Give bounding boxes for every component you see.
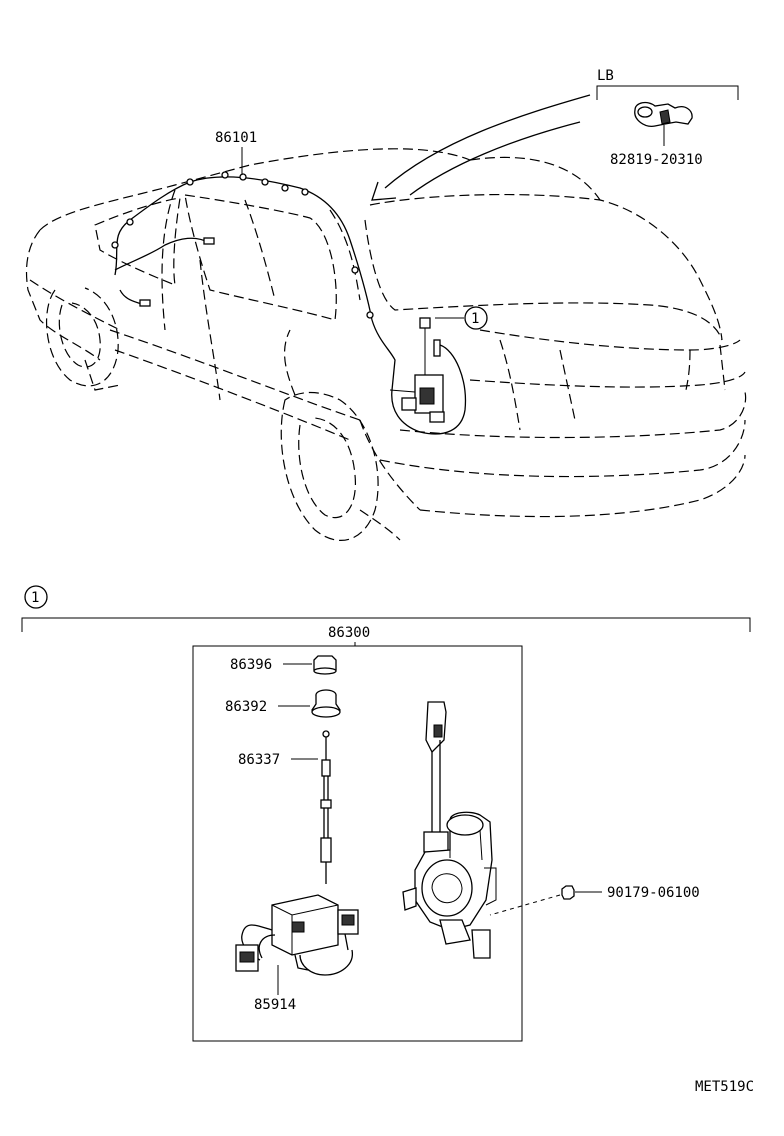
cap-part-number: 86396 xyxy=(230,657,272,673)
section-1: 1 86300 86396 86392 86337 xyxy=(21,585,751,1042)
lb-connector-icon xyxy=(634,101,693,127)
cap-icon xyxy=(313,655,337,675)
grommet-part-number: 86392 xyxy=(225,699,267,715)
locale-part-number: 82819-20310 xyxy=(610,152,703,168)
harness-clips xyxy=(111,171,374,319)
antenna-motor-icon xyxy=(402,701,497,959)
assembly-box xyxy=(192,645,523,1042)
nut-part-number: 90179-06100 xyxy=(607,885,700,901)
cable-part-number: 86337 xyxy=(238,752,280,768)
car-illustration xyxy=(25,148,747,541)
section-marker-label: 1 xyxy=(31,590,39,606)
relay-icon xyxy=(235,894,359,976)
antenna-in-vehicle xyxy=(389,317,445,423)
callout-harness: 86101 xyxy=(215,130,257,175)
locale-group: LB 82819-20310 xyxy=(596,68,739,168)
cable-icon xyxy=(320,730,332,884)
locale-label: LB xyxy=(597,68,614,84)
callout-ref-1: 1 xyxy=(435,306,488,330)
locator-arrows xyxy=(371,94,591,201)
nut-icon xyxy=(561,885,575,900)
grommet-icon xyxy=(311,689,341,718)
diagram-code: MET519C xyxy=(695,1079,754,1095)
section-marker-circle xyxy=(24,585,48,609)
assembly-part-number: 86300 xyxy=(328,625,370,641)
ref-marker-label: 1 xyxy=(471,311,479,327)
harness-part-number: 86101 xyxy=(215,130,257,146)
relay-part-number: 85914 xyxy=(254,997,296,1013)
